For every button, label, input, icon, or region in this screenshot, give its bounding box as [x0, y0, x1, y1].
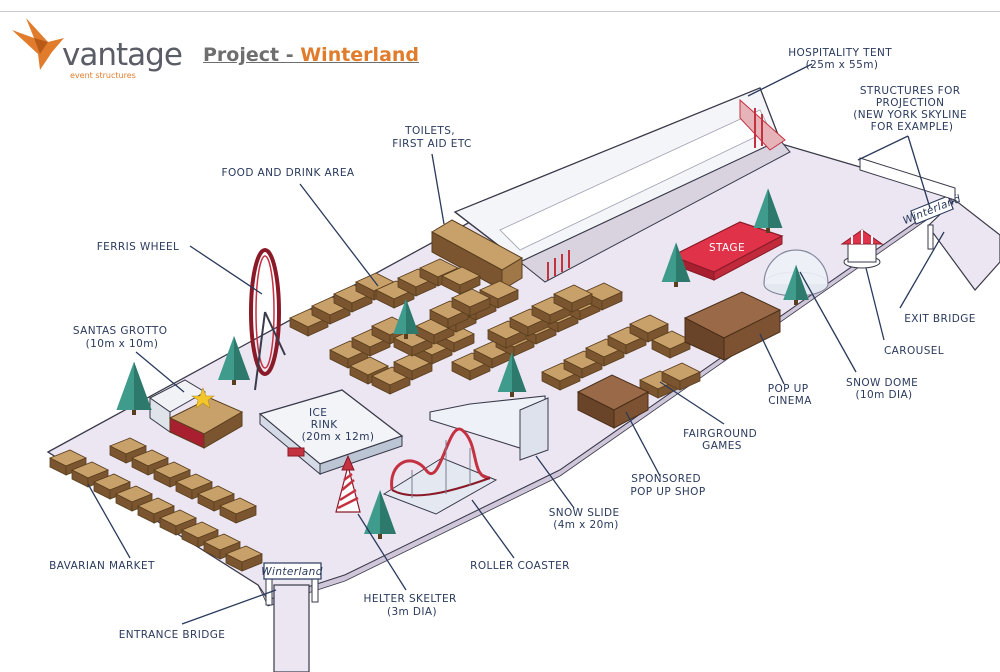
label-hospitality-tent: HOSPITALITY TENT (25m x 55m) — [788, 47, 896, 71]
roller-coaster — [382, 427, 498, 515]
vantage-logo: vantage event structures — [4, 8, 204, 80]
ferris-wheel — [249, 248, 286, 391]
logo-wordmark: vantage — [62, 37, 183, 73]
label-bavarian-market: BAVARIAN MARKET — [49, 560, 155, 572]
market-stall — [71, 461, 109, 488]
market-stall — [93, 473, 131, 500]
entrance-sign-text: Winterland — [261, 566, 323, 578]
christmas-tree — [393, 298, 419, 339]
label-fairground-games: FAIRGROUND GAMES — [683, 428, 761, 452]
market-stall — [661, 362, 701, 391]
label-carousel: CAROUSEL — [884, 345, 944, 357]
title-prefix: Project - — [203, 44, 301, 66]
market-stall — [219, 497, 257, 524]
helter-skelter — [335, 454, 361, 513]
hospitality-tent — [453, 87, 791, 283]
pop-up-cinema — [683, 291, 782, 361]
label-ferris-wheel: FERRIS WHEEL — [97, 241, 180, 253]
christmas-tree — [783, 264, 809, 305]
market-stall — [109, 437, 147, 464]
christmas-tree — [497, 352, 527, 397]
fairground-stalls — [451, 282, 701, 399]
title-accent: Winterland — [300, 44, 420, 66]
label-helter-skelter: HELTER SKELTER (3m DIA) — [364, 593, 461, 618]
market-stall — [131, 449, 169, 476]
christmas-tree — [753, 188, 783, 233]
stage-sign-text: STAGE — [709, 242, 745, 254]
label-food-drink: FOOD AND DRINK AREA — [222, 167, 355, 179]
label-pop-up-cinema: POP UP CINEMA — [768, 383, 812, 407]
label-toilets: TOILETS, FIRST AID ETC — [392, 125, 472, 150]
label-snow-slide: SNOW SLIDE (4m x 20m) — [549, 507, 624, 531]
page-title: Project - Winterland — [203, 44, 419, 66]
label-roller-coaster: ROLLER COASTER — [470, 560, 570, 572]
christmas-tree — [218, 336, 250, 385]
market-stall — [159, 509, 197, 536]
snow-slide — [429, 395, 549, 461]
market-stall — [175, 473, 213, 500]
label-ice-rink: ICE RINK (20m x 12m) — [302, 407, 375, 443]
entrance-bridge — [263, 562, 322, 672]
market-stall — [225, 545, 263, 572]
carousel — [840, 229, 884, 269]
label-entrance-bridge: ENTRANCE BRIDGE — [119, 629, 226, 641]
christmas-trees — [116, 188, 809, 539]
bird-logo-icon — [12, 18, 64, 70]
market-stall — [451, 288, 491, 317]
santas-grotto — [149, 379, 244, 449]
christmas-tree — [116, 361, 152, 415]
label-snow-dome: SNOW DOME (10m DIA) — [846, 377, 922, 401]
projection-structures — [859, 157, 956, 201]
market-stall — [153, 461, 191, 488]
leader-lines — [87, 63, 945, 625]
market-stall — [137, 497, 175, 524]
logo-tagline: event structures — [70, 71, 136, 80]
label-exit-bridge: EXIT BRIDGE — [904, 313, 976, 325]
market-stall — [651, 330, 691, 359]
market-stall — [181, 521, 219, 548]
header-rule — [0, 11, 1000, 12]
label-santas-grotto: SANTAS GROTTO (10m x 10m) — [73, 325, 171, 350]
market-stall — [441, 266, 481, 295]
exit-bridge — [910, 195, 1000, 291]
bavarian-market-stalls — [49, 437, 263, 572]
market-stall — [553, 284, 593, 313]
food-drink-stalls — [289, 258, 519, 395]
market-stall — [197, 485, 235, 512]
christmas-tree — [661, 242, 691, 287]
sponsored-shop — [576, 374, 650, 429]
label-projection-structures: STRUCTURES FOR PROJECTION (NEW YORK SKYL… — [853, 85, 971, 133]
christmas-tree — [364, 490, 396, 539]
market-stall — [49, 449, 87, 476]
toilets-block — [430, 219, 524, 291]
label-sponsored-shop: SPONSORED POP UP SHOP — [630, 473, 705, 498]
ice-rink — [258, 389, 404, 476]
market-stall — [629, 314, 669, 343]
